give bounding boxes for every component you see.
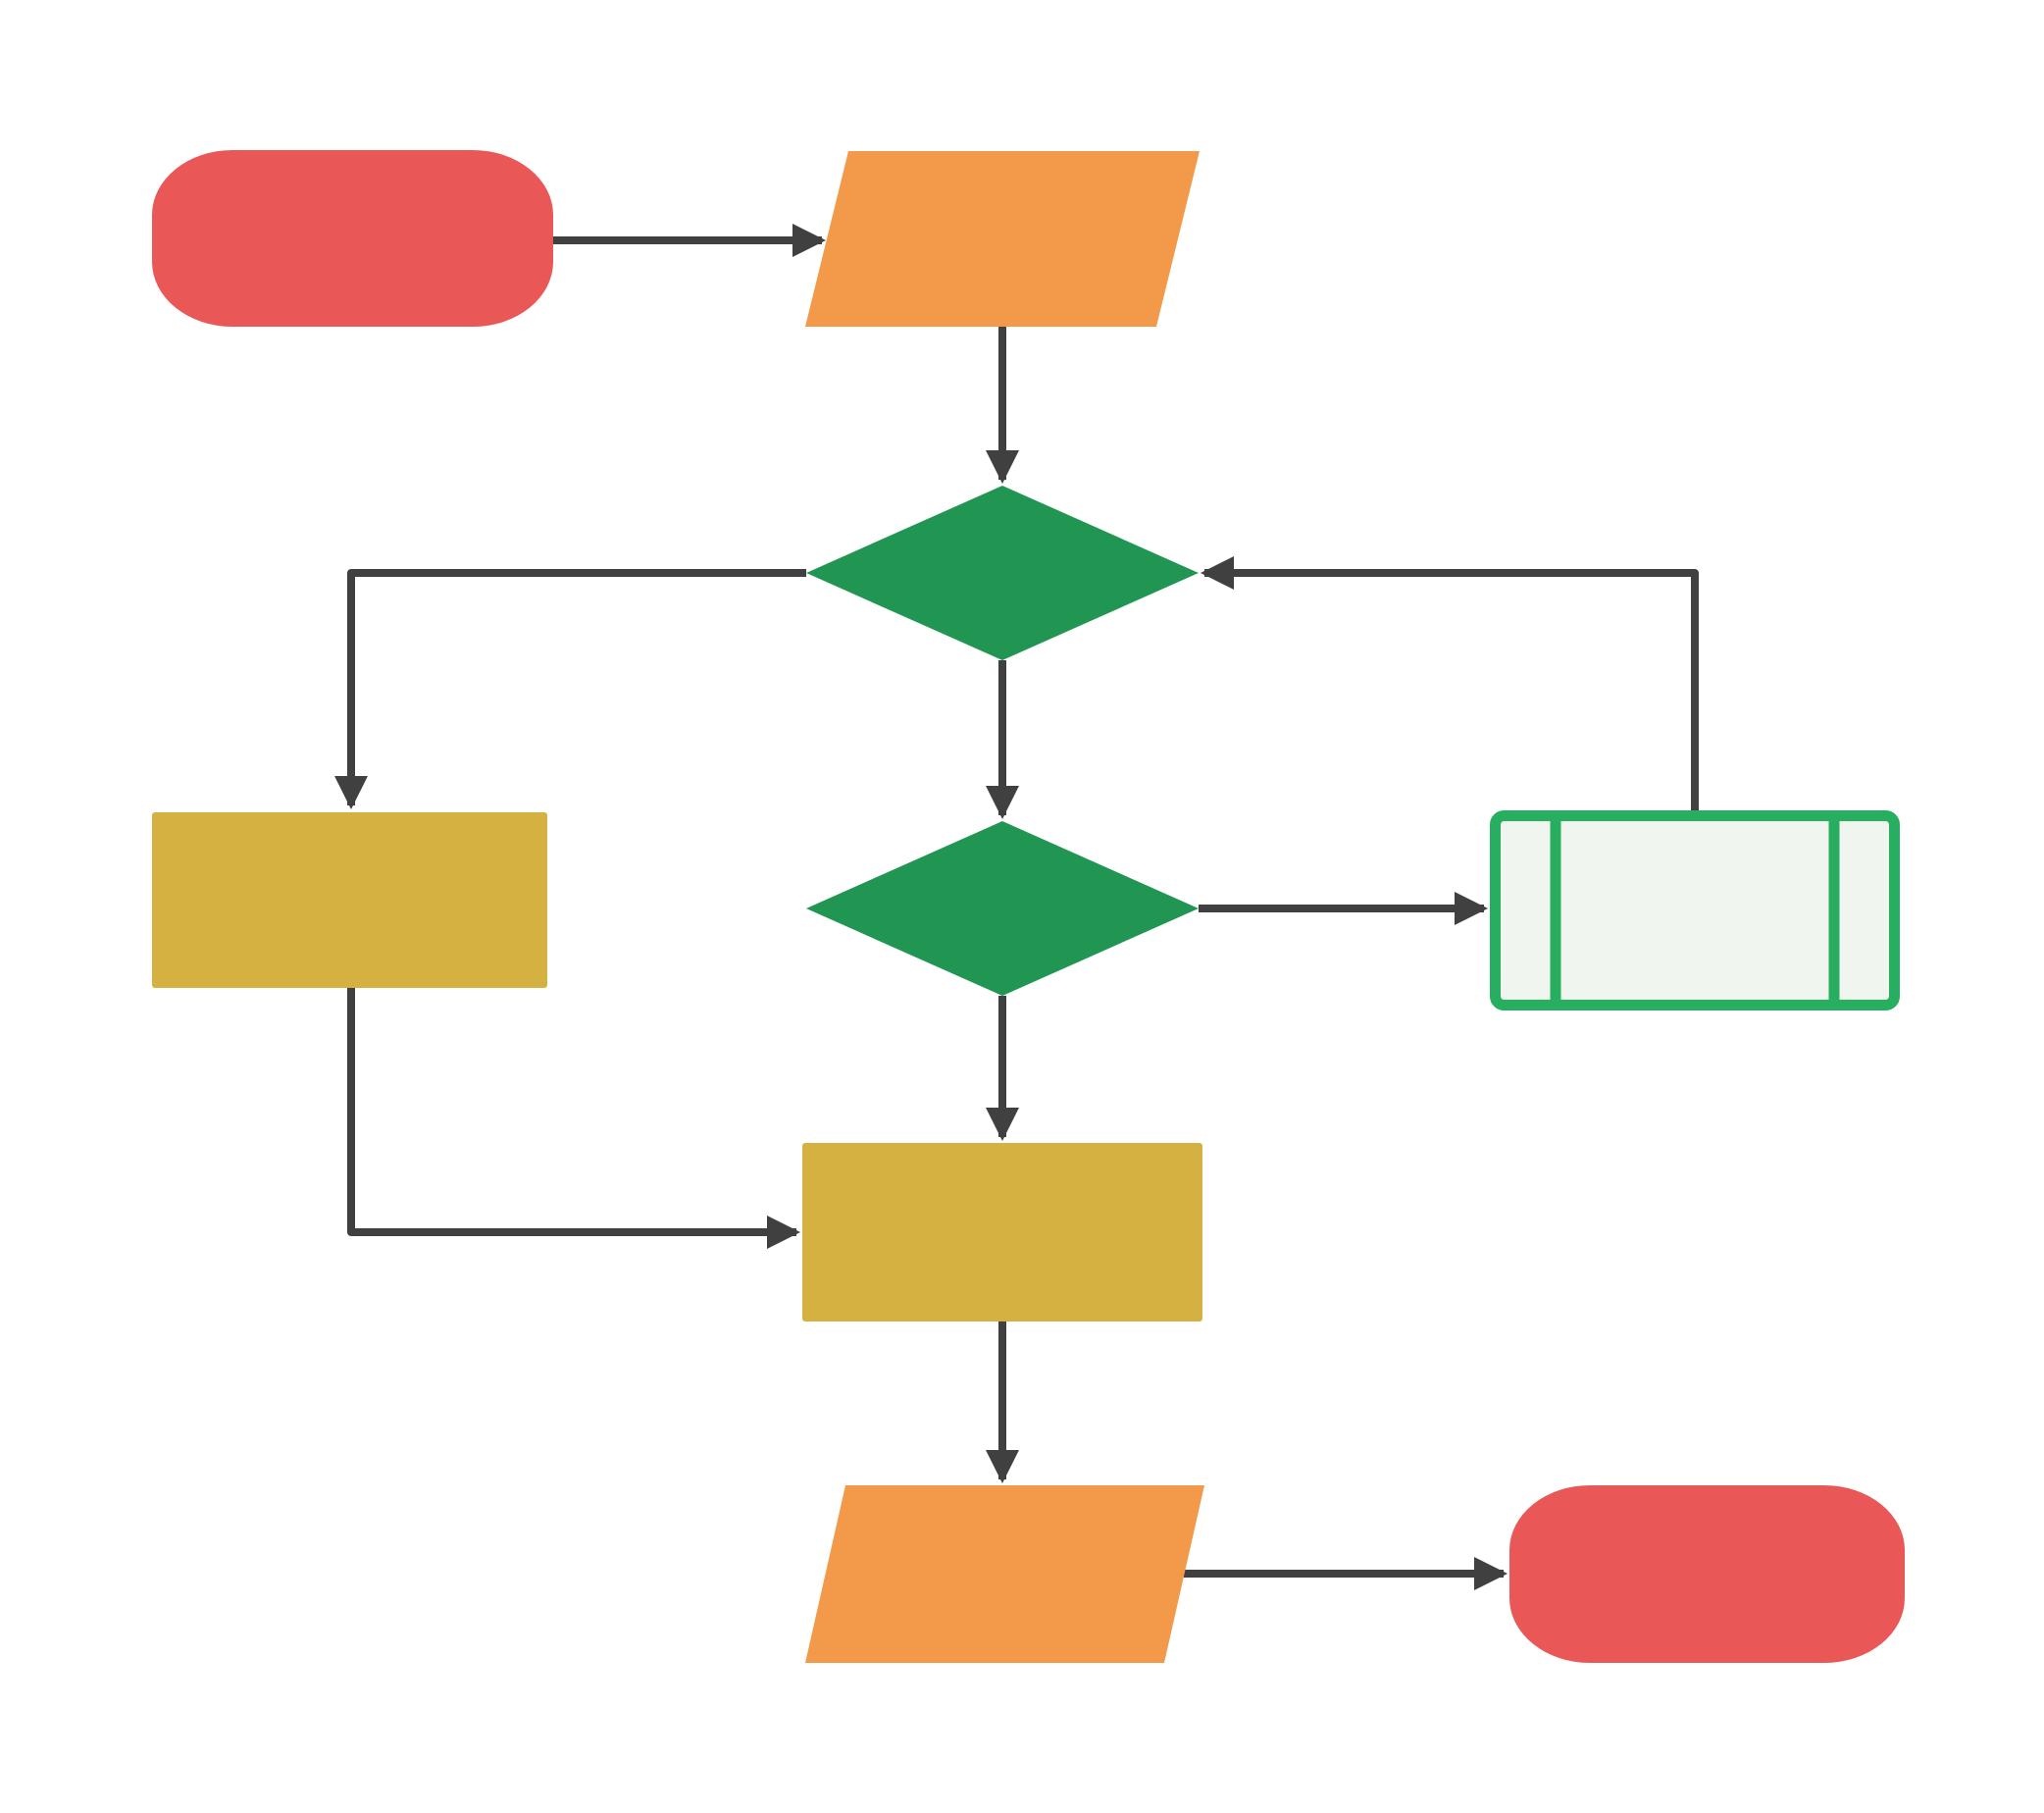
process-center — [802, 1143, 1202, 1321]
predefined-process-body — [1490, 810, 1900, 1010]
edge-process-left-to-process-center — [347, 988, 800, 1249]
input-parallelogram — [805, 151, 1200, 327]
start-terminator — [152, 150, 553, 327]
output-parallelogram — [805, 1485, 1204, 1663]
edge-decision-top-to-process-left — [334, 569, 806, 809]
predefined-process — [1490, 810, 1900, 1010]
process-left — [152, 812, 547, 988]
end-terminator — [1509, 1485, 1905, 1663]
decision-top — [806, 486, 1199, 660]
decision-bottom — [806, 821, 1199, 996]
edge-predefined-to-decision-top — [1201, 556, 1699, 810]
